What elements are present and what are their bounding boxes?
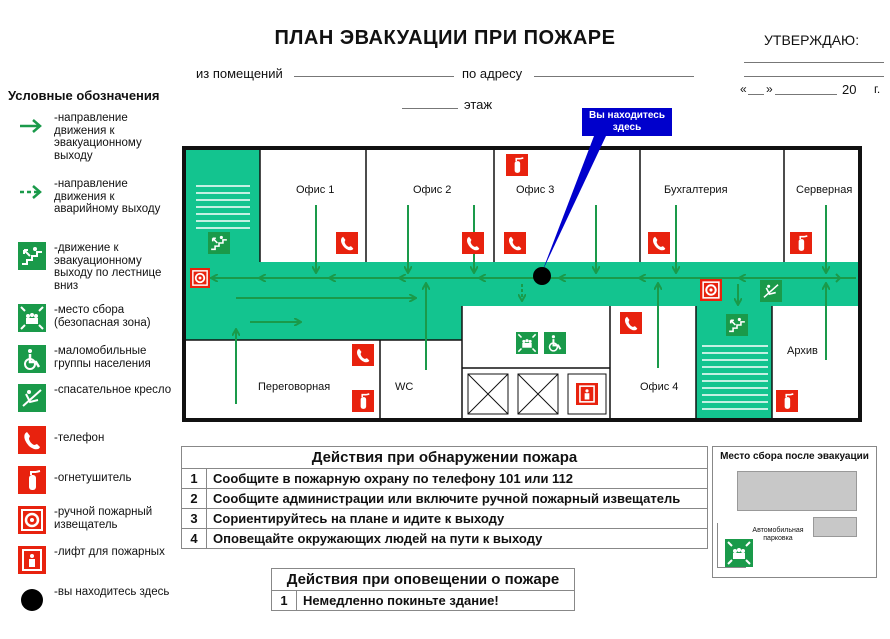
floor-line bbox=[402, 94, 458, 109]
legend-item: -телефон bbox=[18, 426, 174, 454]
walls bbox=[182, 146, 862, 422]
date-close: » bbox=[766, 82, 773, 96]
building-block bbox=[737, 471, 857, 511]
fire-extinguisher-icon bbox=[18, 466, 46, 494]
stairs-left bbox=[196, 185, 250, 229]
parking-label: Автомобильная парковка bbox=[752, 527, 804, 542]
room-office2: Офис 2 bbox=[413, 184, 452, 196]
legend-item: -ручной пожарный извещатель bbox=[18, 506, 174, 534]
stairs-down-icon bbox=[726, 314, 748, 336]
phone-icon bbox=[352, 344, 374, 366]
fire-alarm-button-icon bbox=[700, 279, 722, 301]
stairs-down-icon bbox=[208, 232, 230, 254]
phone-icon bbox=[462, 232, 484, 254]
fire-extinguisher-icon bbox=[776, 390, 798, 412]
assembly-point-icon bbox=[516, 332, 538, 354]
room-server: Серверная bbox=[796, 184, 853, 196]
legend-item: -огнетушитель bbox=[18, 466, 174, 494]
alert-actions-title: Действия при оповещении о пожаре bbox=[271, 568, 575, 590]
you-are-here-dot-icon bbox=[533, 267, 551, 285]
fire-extinguisher-icon bbox=[506, 154, 528, 176]
fire-actions-title: Действия при обнаружении пожара bbox=[181, 446, 708, 468]
phone-icon bbox=[648, 232, 670, 254]
floor-label: этаж bbox=[464, 97, 493, 112]
page-title: ПЛАН ЭВАКУАЦИИ ПРИ ПОЖАРЕ bbox=[274, 27, 616, 49]
legend-item: -направление движения к аварийному выход… bbox=[18, 178, 174, 216]
date-year-suffix: г. bbox=[874, 82, 881, 96]
assembly-area-border bbox=[717, 523, 746, 568]
firefighter-elevator-icon bbox=[576, 382, 598, 406]
assembly-point-icon bbox=[18, 304, 46, 332]
address-line bbox=[534, 62, 694, 77]
legend-item: -лифт для пожарных bbox=[18, 546, 174, 574]
you-are-here-label: Вы находитесь здесь bbox=[582, 108, 672, 136]
green-arrow-icon bbox=[20, 119, 42, 133]
room-office3: Офис 3 bbox=[516, 184, 555, 196]
legend-title: Условные обозначения bbox=[8, 88, 160, 103]
rescue-chair-icon bbox=[18, 384, 46, 412]
stairs-right bbox=[702, 345, 768, 410]
floor-plan bbox=[182, 136, 862, 422]
by-address-label: по адресу bbox=[462, 66, 523, 81]
legend-item: -направление движения к эвакуационному в… bbox=[18, 112, 174, 162]
stairs-down-icon bbox=[18, 242, 46, 270]
fire-alarm-button-icon bbox=[190, 268, 210, 288]
legend-item: -маломобильные группы населения bbox=[18, 345, 174, 373]
firefighter-elevator-icon bbox=[18, 546, 46, 574]
approve-line-2 bbox=[744, 62, 884, 77]
approve-label: УТВЕРЖДАЮ: bbox=[764, 32, 860, 48]
room-archive: Архив bbox=[787, 345, 818, 357]
room-office4: Офис 4 bbox=[640, 381, 679, 393]
legend-item: -место сбора (безопасная зона) bbox=[18, 304, 174, 332]
fire-alarm-button-icon bbox=[18, 506, 46, 534]
legend-item: -движение к эвакуационному выходу по лес… bbox=[18, 242, 174, 292]
phone-icon bbox=[504, 232, 526, 254]
legend-item: -вы находитесь здесь bbox=[18, 586, 174, 614]
wheelchair-icon bbox=[544, 332, 566, 354]
date-open: « bbox=[740, 82, 747, 96]
room-office1: Офис 1 bbox=[296, 184, 335, 196]
fire-extinguisher-icon bbox=[352, 390, 374, 412]
evacuation-arrows bbox=[200, 205, 856, 404]
assembly-title: Место сбора после эвакуации bbox=[720, 451, 869, 462]
legend-item: -спасательное кресло bbox=[18, 384, 174, 412]
assembly-point-icon bbox=[725, 539, 753, 567]
green-dashed-arrow-icon bbox=[20, 185, 42, 199]
date-year: 20 bbox=[842, 82, 857, 97]
parking-block bbox=[813, 517, 857, 537]
phone-icon bbox=[620, 312, 642, 334]
date-month-line bbox=[775, 80, 837, 95]
date-day-line bbox=[748, 80, 764, 95]
you-are-here-dot-icon bbox=[21, 589, 43, 611]
approve-line-1 bbox=[744, 48, 884, 63]
you-are-here-pointer bbox=[542, 136, 606, 272]
wheelchair-icon bbox=[18, 345, 46, 373]
from-rooms-label: из помещений bbox=[196, 66, 283, 81]
room-meeting: Переговорная bbox=[258, 381, 331, 393]
room-wc: WC bbox=[395, 381, 414, 393]
phone-icon bbox=[336, 232, 358, 254]
assembly-box: Место сбора после эвакуации Автомобильна… bbox=[712, 446, 877, 578]
fire-extinguisher-icon bbox=[790, 232, 812, 254]
from-rooms-line bbox=[294, 62, 454, 77]
phone-icon bbox=[18, 426, 46, 454]
rescue-chair-icon bbox=[760, 280, 782, 302]
room-accounting: Бухгалтерия bbox=[664, 184, 728, 196]
